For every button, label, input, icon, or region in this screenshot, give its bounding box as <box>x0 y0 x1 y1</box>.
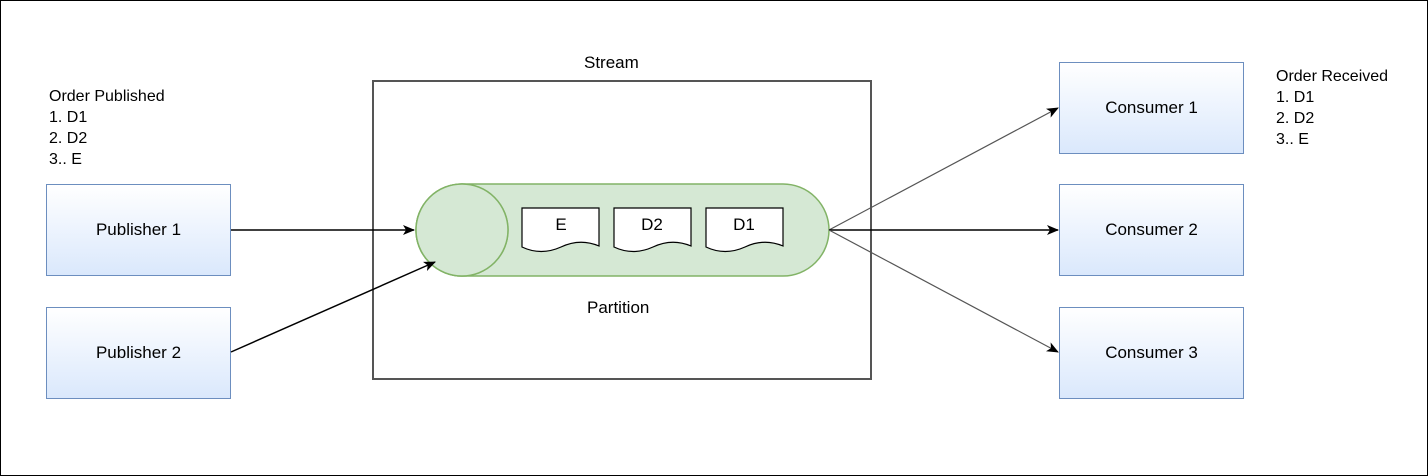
stream-label: Stream <box>584 53 639 72</box>
publisher-2-label: Publisher 2 <box>95 343 182 362</box>
arrow-publisher-2-to-partition <box>230 261 436 353</box>
order-received-item: 2. D2 <box>1276 110 1315 127</box>
message-doc-d1: D1 <box>705 207 784 253</box>
consumer-3-box: Consumer 3 <box>1059 307 1244 399</box>
arrow-partition-to-consumer-3 <box>828 229 1059 353</box>
order-received-title: Order Received <box>1276 68 1389 85</box>
consumer-2-label: Consumer 2 <box>1105 220 1198 239</box>
order-received-list: Order Received 1. D1 2. D2 3.. E <box>1276 66 1388 150</box>
order-published-item: 1. D1 <box>49 109 88 126</box>
arrow-partition-to-consumer-1 <box>828 107 1059 231</box>
consumer-1-label: Consumer 1 <box>1105 98 1198 117</box>
message-doc-d2: D2 <box>613 207 692 253</box>
order-published-list: Order Published 1. D1 2. D2 3.. E <box>49 86 165 170</box>
consumer-1-box: Consumer 1 <box>1059 62 1244 154</box>
publisher-1-label: Publisher 1 <box>95 220 182 239</box>
message-doc-e: E <box>521 207 600 253</box>
order-received-item: 1. D1 <box>1276 89 1315 106</box>
message-label-d1: D1 <box>733 215 755 234</box>
consumer-2-box: Consumer 2 <box>1059 184 1244 276</box>
consumer-3-label: Consumer 3 <box>1105 343 1198 362</box>
order-published-title: Order Published <box>49 88 165 105</box>
order-received-item: 3.. E <box>1276 131 1309 148</box>
message-label-d2: D2 <box>641 215 663 234</box>
publisher-1-box: Publisher 1 <box>46 184 231 276</box>
publisher-2-box: Publisher 2 <box>46 307 231 399</box>
order-published-item: 2. D2 <box>49 130 88 147</box>
message-label-e: E <box>555 215 566 234</box>
order-published-item: 3.. E <box>49 151 82 168</box>
partition-label: Partition <box>587 298 650 317</box>
